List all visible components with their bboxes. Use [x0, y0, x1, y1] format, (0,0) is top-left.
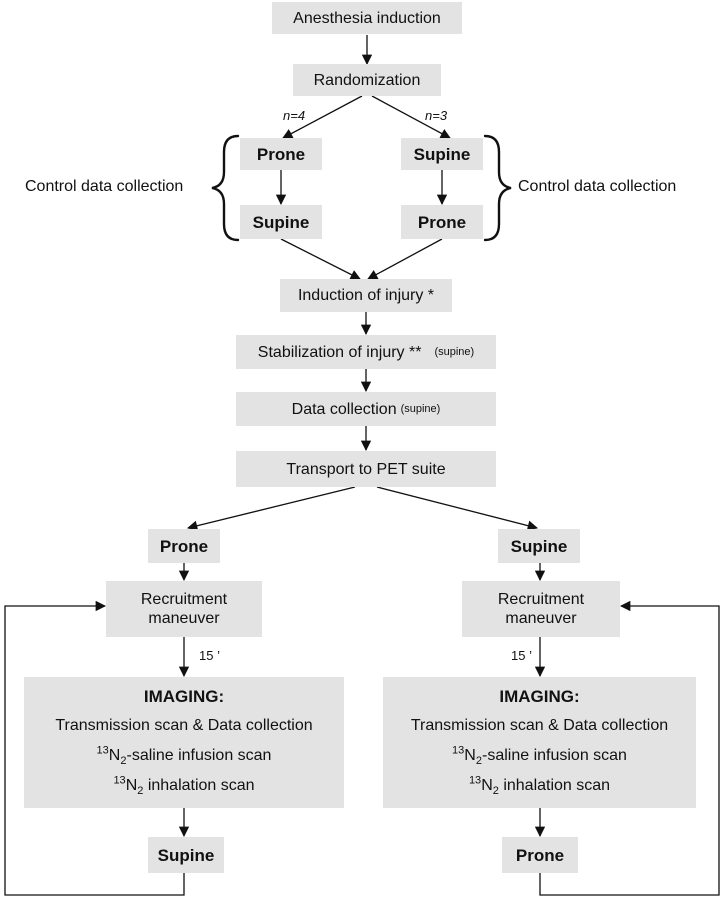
left-saline-infusion-scan: 13N2-saline infusion scan [96, 744, 272, 768]
node-induction-of-injury: Induction of injury * [280, 279, 452, 312]
arrow-transport-to-left [186, 486, 356, 531]
right-imaging-title: IMAGING: [499, 687, 580, 706]
node-left-arm-prone: Prone [148, 529, 220, 563]
right-inhalation-scan: 13N2 inhalation scan [468, 774, 611, 798]
left-imaging-title: IMAGING: [143, 687, 225, 706]
data-collection-note: (supine) [400, 402, 441, 415]
arrow-randomization-to-right [371, 95, 451, 139]
brace-right [483, 134, 512, 242]
node-right-arm-prone: Prone [502, 837, 578, 873]
left-recruitment-line1: Recruitment [140, 591, 228, 608]
left-inhalation-scan: 13N2 inhalation scan [113, 774, 255, 798]
label-left-branch-n: n=4 [283, 108, 306, 123]
right-recruitment-line2: maneuver [505, 610, 577, 627]
loop-left-supine-to-recruitment [4, 600, 185, 896]
label-left-wait: 15 ’ [199, 648, 220, 663]
node-left-arm-supine: Supine [148, 837, 224, 873]
right-recruitment-line1: Recruitment [497, 591, 585, 608]
stabilization-note: (supine) [434, 345, 475, 358]
node-stabilization-of-injury: Stabilization of injury ** (supine) [236, 335, 496, 369]
arrow-left-supine-to-injury [280, 238, 361, 280]
node-right-arm-supine: Supine [498, 529, 580, 563]
label-right-wait: 15 ’ [511, 648, 532, 663]
node-transport-to-pet: Transport to PET suite [236, 451, 496, 487]
arrow-randomization-to-left [282, 95, 363, 139]
node-right-imaging: IMAGING: Transmission scan & Data collec… [383, 677, 696, 808]
node-left-imaging: IMAGING: Transmission scan & Data collec… [24, 677, 344, 808]
node-left-prone: Prone [240, 138, 322, 170]
node-right-prone: Prone [401, 205, 483, 239]
arrow-transport-to-right [376, 486, 539, 531]
right-saline-infusion-scan: 13N2-saline infusion scan [452, 744, 627, 768]
label-right-branch-n: n=3 [425, 108, 448, 123]
node-randomization: Randomization [293, 64, 441, 96]
loop-right-prone-to-recruitment [539, 600, 720, 896]
node-right-supine: Supine [401, 138, 483, 170]
label-control-right: Control data collection [518, 178, 677, 195]
node-data-collection: Data collection (supine) [236, 392, 496, 426]
node-left-recruitment-maneuver: Recruitment maneuver [106, 581, 262, 637]
label-control-left: Control data collection [25, 178, 184, 195]
right-transmission-scan: Transmission scan & Data collection [410, 717, 669, 734]
node-left-supine: Supine [240, 205, 322, 239]
left-recruitment-line2: maneuver [148, 610, 220, 627]
arrow-right-prone-to-injury [367, 238, 443, 280]
data-collection-text: Data collection [291, 400, 397, 418]
brace-left [211, 134, 240, 242]
node-right-recruitment-maneuver: Recruitment maneuver [462, 581, 620, 637]
node-anesthesia-induction: Anesthesia induction [272, 2, 462, 34]
left-transmission-scan: Transmission scan & Data collection [55, 717, 313, 734]
stabilization-text: Stabilization of injury ** [257, 343, 422, 361]
